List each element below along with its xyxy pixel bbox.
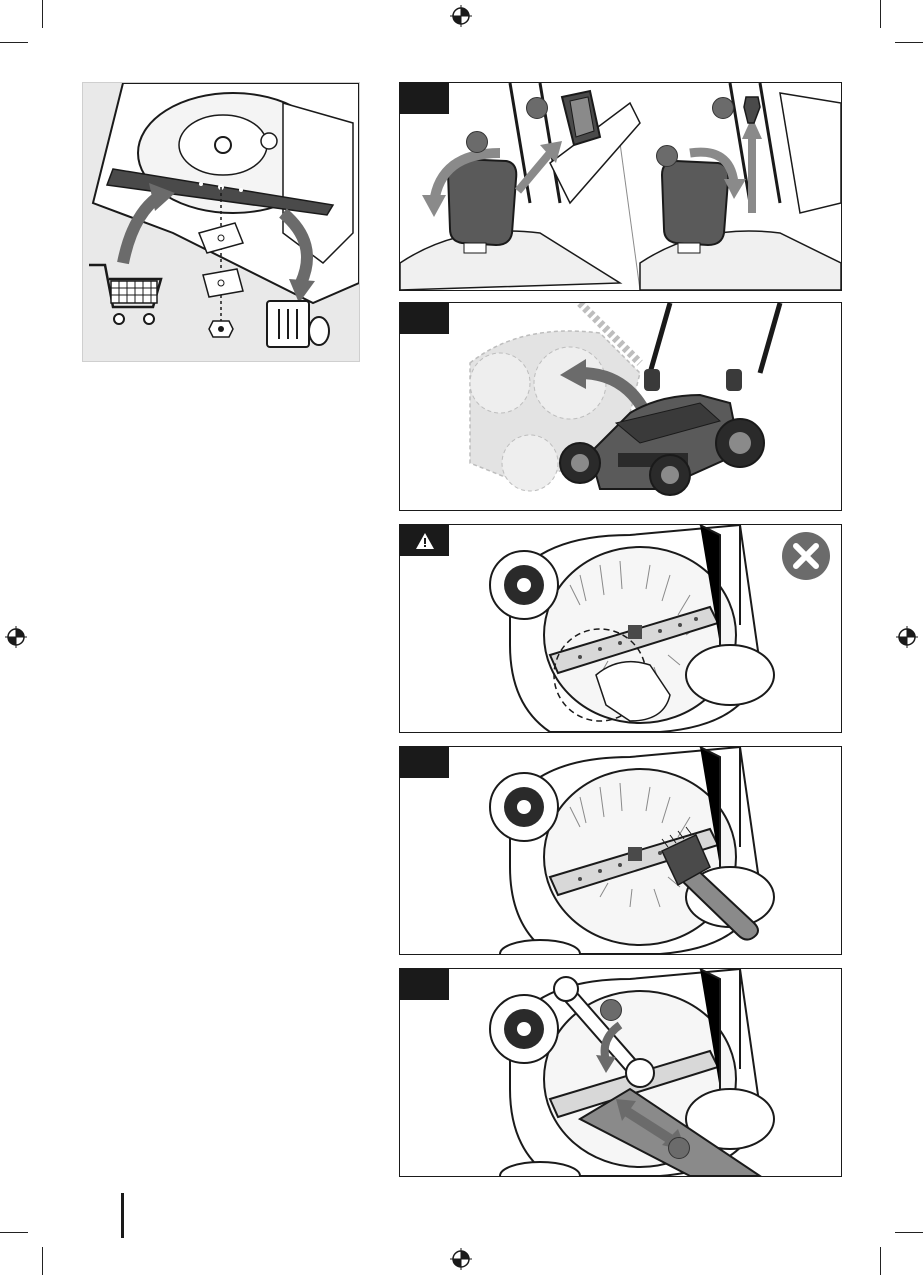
step-marker	[466, 131, 488, 153]
wrench-blade-illustration	[400, 969, 841, 1176]
crop-mark	[880, 0, 881, 28]
crop-mark	[0, 1232, 28, 1233]
blade-replace-illustration	[83, 83, 359, 361]
registration-icon	[896, 626, 918, 648]
step-marker	[526, 97, 548, 119]
crop-mark	[42, 0, 43, 28]
prohibited-x-icon	[780, 530, 832, 582]
step-marker	[656, 145, 678, 167]
registration-icon	[450, 1248, 472, 1270]
crop-mark	[880, 1247, 881, 1275]
crop-mark	[42, 1247, 43, 1275]
step-marker	[712, 97, 734, 119]
panel-warning-hands	[399, 524, 842, 733]
crop-mark	[0, 42, 28, 43]
brush-clean-illustration	[400, 747, 841, 954]
panel-tilt-mower	[399, 302, 842, 511]
shopping-cart-icon	[89, 265, 161, 324]
crop-mark	[895, 42, 923, 43]
registration-icon	[5, 626, 27, 648]
trash-bin-icon	[267, 301, 329, 347]
hands-blade-illustration	[400, 525, 841, 732]
registration-icon	[450, 5, 472, 27]
tilt-mower-illustration	[400, 303, 841, 510]
step-marker	[600, 999, 622, 1021]
battery-removal-illustration	[400, 83, 841, 290]
panel-brush-clean	[399, 746, 842, 955]
panel-wrench-blade	[399, 968, 842, 1177]
step-marker	[668, 1137, 690, 1159]
panel-blade-replace	[82, 82, 360, 362]
panel-remove-battery	[399, 82, 842, 291]
footer-edge-bar	[121, 1193, 124, 1238]
crop-mark	[895, 1232, 923, 1233]
